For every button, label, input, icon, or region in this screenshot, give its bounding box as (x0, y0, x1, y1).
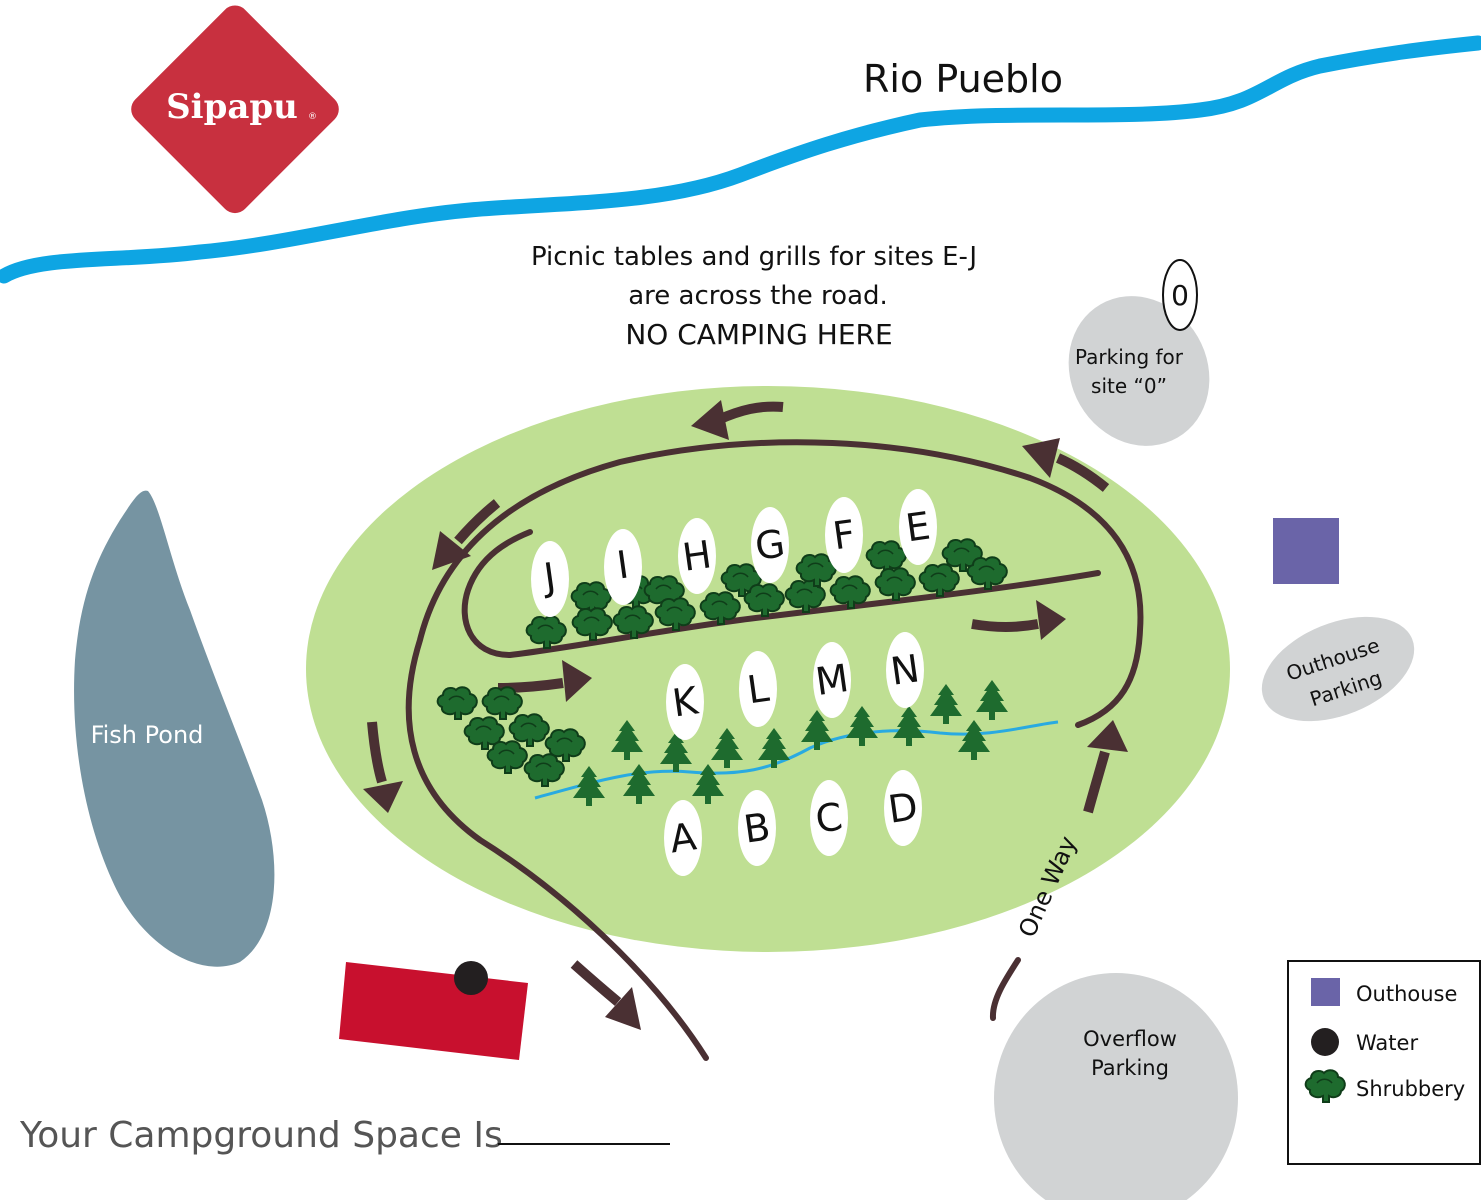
campsite-f[interactable]: F (825, 497, 863, 573)
svg-text:G: G (752, 521, 787, 569)
campsites-north-row: J I H G F E (531, 489, 937, 617)
campsite-d[interactable]: D (884, 770, 922, 846)
rio-pueblo-river (0, 35, 1481, 284)
overflow-parking-line-2: Parking (1091, 1056, 1169, 1080)
road (405, 439, 1144, 1061)
campground-space-prompt: Your Campground Space Is (19, 1115, 503, 1156)
logo-text: Sipapu (166, 87, 298, 127)
site-0-label: 0 (1171, 279, 1189, 312)
arrow-upper-east (971, 600, 1066, 640)
campsite-j[interactable]: J (531, 541, 569, 617)
river-label: Rio Pueblo (863, 57, 1063, 101)
building (339, 962, 528, 1060)
svg-text:B: B (741, 804, 773, 851)
campsite-g[interactable]: G (751, 507, 789, 583)
arrow-one-way-up (1083, 720, 1128, 814)
legend-outhouse-swatch (1311, 978, 1340, 1006)
legend: Outhouse Water Shrubbery (1287, 960, 1481, 1165)
svg-text:M: M (813, 656, 852, 704)
campsite-k[interactable]: K (666, 664, 704, 740)
campsite-a[interactable]: A (664, 800, 702, 876)
parking-site-0-line-1: Parking for (1075, 345, 1184, 369)
svg-text:H: H (680, 532, 714, 580)
legend-water-icon (1311, 1028, 1339, 1056)
parking-site-0-line-2: site “0” (1091, 374, 1167, 398)
legend-outhouse-label: Outhouse (1356, 982, 1457, 1006)
outhouse (1273, 518, 1339, 584)
legend-shrubbery-label: Shrubbery (1356, 1077, 1465, 1101)
svg-text:D: D (885, 784, 920, 832)
arrow-right-up (1022, 438, 1110, 492)
arrow-bottom-exit (570, 960, 641, 1030)
arrow-upper-left (432, 499, 501, 570)
campsite-b[interactable]: B (738, 790, 776, 866)
sipapu-logo: Sipapu ® (131, 5, 339, 214)
parking-site-0 (1068, 296, 1210, 446)
campsite-e[interactable]: E (899, 489, 937, 565)
notice-line-2: are across the road. (628, 281, 888, 311)
arrow-left-down (363, 721, 403, 813)
outhouse-parking (1261, 616, 1415, 722)
svg-text:C: C (813, 794, 845, 841)
campsite-l[interactable]: L (739, 651, 777, 727)
campsite-h[interactable]: H (678, 518, 716, 594)
svg-text:A: A (667, 814, 699, 861)
campsites-south-row: A B C D (664, 770, 922, 876)
campsites-middle-row: K L M N (666, 632, 924, 740)
water-spigot (454, 961, 488, 995)
overflow-parking (994, 973, 1238, 1200)
campsite-i[interactable]: I (604, 529, 642, 605)
notice-line-1: Picnic tables and grills for sites E-J (531, 242, 977, 272)
legend-water-label: Water (1356, 1031, 1418, 1055)
overflow-parking-line-1: Overflow (1083, 1027, 1177, 1051)
campsite-c[interactable]: C (810, 780, 848, 856)
campsite-m[interactable]: M (813, 642, 852, 718)
logo-registered-mark: ® (308, 112, 317, 122)
fish-pond (74, 490, 275, 967)
arrow-top (691, 400, 784, 440)
svg-text:N: N (888, 646, 922, 694)
notice-line-3: NO CAMPING HERE (625, 318, 892, 351)
fish-pond-label: Fish Pond (91, 721, 204, 749)
campsite-n[interactable]: N (886, 632, 924, 708)
site-0-campsite: 0 (1162, 259, 1198, 331)
